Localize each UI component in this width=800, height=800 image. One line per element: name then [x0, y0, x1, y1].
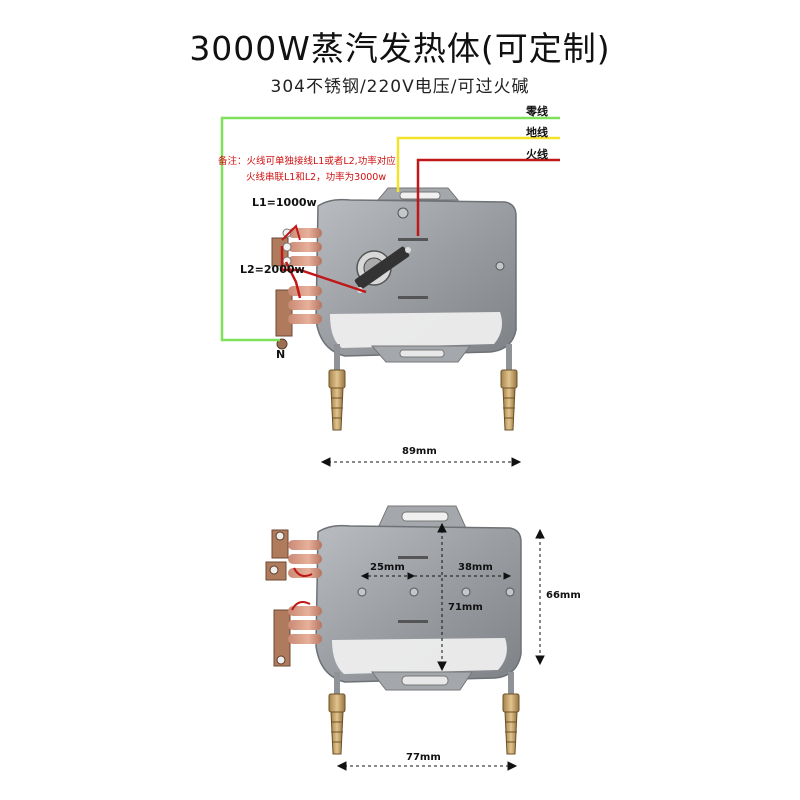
l1-label: L1=1000w: [252, 196, 317, 209]
dimension-lines: [320, 457, 545, 771]
live-wire: [416, 158, 560, 236]
dim-hole-left: 25mm: [370, 562, 405, 573]
wiring-diagram: [220, 116, 560, 342]
thermostat: [354, 246, 411, 293]
n-label: N: [276, 348, 286, 361]
ground-wire: [396, 136, 560, 192]
note-line-2: 火线串联L1和L2，功率为3000w: [246, 172, 387, 183]
top-heater: [271, 187, 518, 431]
bottom-heater: [265, 505, 522, 755]
dim-height: 66mm: [546, 590, 581, 601]
product-title: 3000W蒸汽发热体(可定制): [189, 29, 611, 68]
product-subtitle: 304不锈钢/220V电压/可过火碱: [270, 77, 530, 97]
neutral-label: 零线: [526, 105, 548, 118]
insulation-band: [330, 312, 502, 348]
live-label: 火线: [526, 148, 548, 161]
dim-center: 71mm: [448, 602, 483, 613]
dim-width-top: 89mm: [402, 446, 437, 457]
brass-fittings: [328, 369, 518, 431]
neutral-wire: [220, 116, 560, 342]
l2-label: L2=2000w: [240, 263, 305, 276]
wiring-note: 备注：火线可单独接线L1或者L2,功率对应 火线串联L1和L2，功率为3000w: [218, 154, 396, 186]
dim-hole-right: 38mm: [458, 562, 493, 573]
ground-label: 地线: [526, 126, 548, 139]
dim-width-bottom: 77mm: [406, 752, 441, 763]
note-line-1: 备注：火线可单独接线L1或者L2,功率对应: [218, 156, 396, 167]
